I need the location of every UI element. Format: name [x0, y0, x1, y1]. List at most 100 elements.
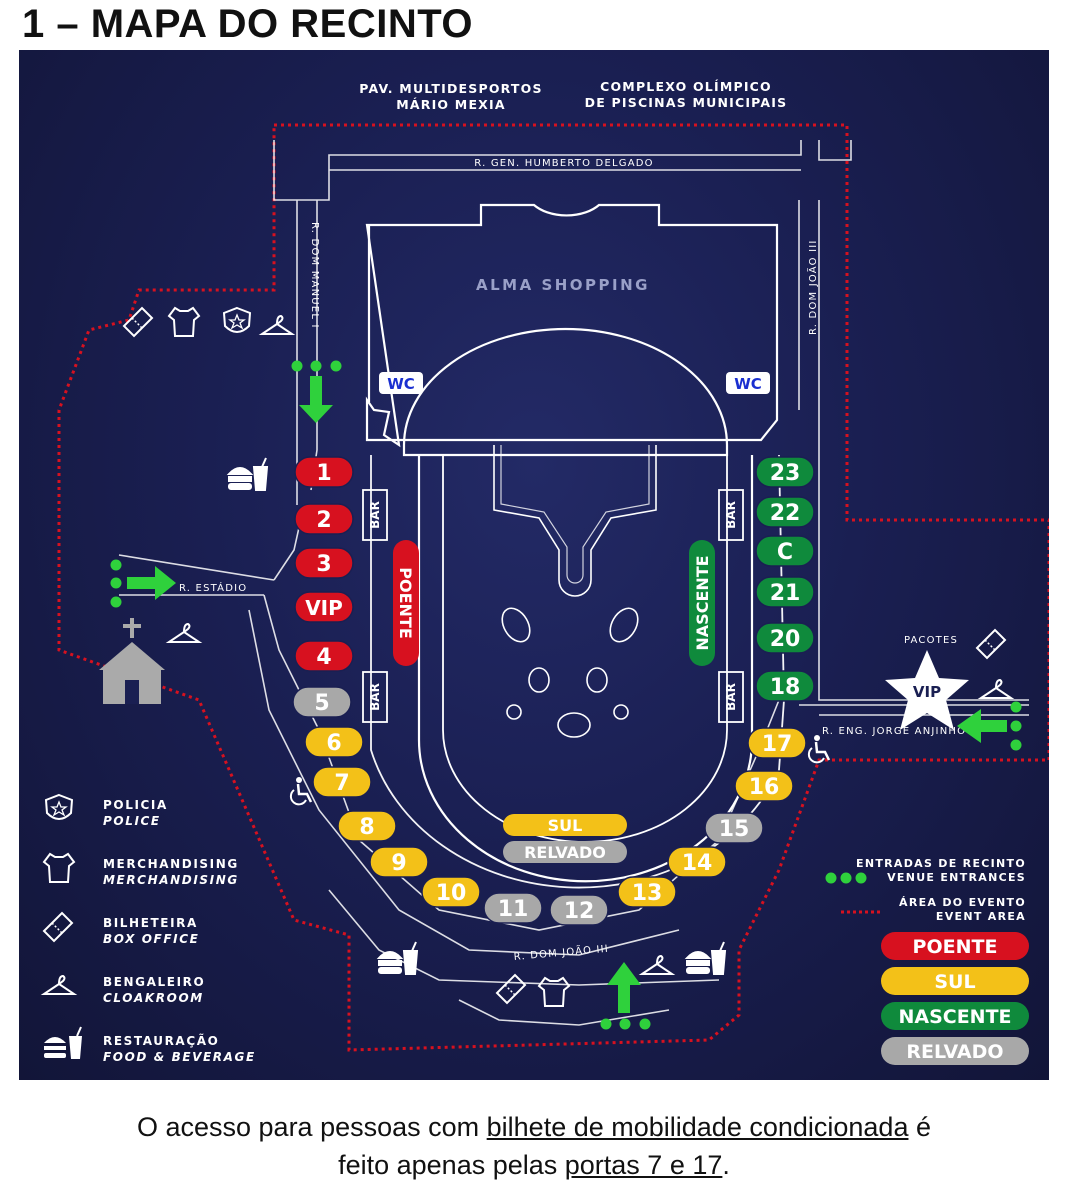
gate-17: 17: [747, 727, 807, 759]
svg-text:BOX OFFICE: BOX OFFICE: [103, 932, 199, 946]
svg-text:BILHETEIRA: BILHETEIRA: [103, 916, 198, 930]
legend-entrances-pt: ENTRADAS DE RECINTO: [856, 857, 1026, 870]
food-icon: [44, 1026, 82, 1059]
gate-22: 22: [755, 496, 815, 528]
svg-text:SUL: SUL: [934, 971, 975, 993]
hanger-icon: [165, 622, 203, 643]
legend-area-en: EVENT AREA: [936, 910, 1026, 923]
gate-6: 6: [304, 726, 364, 758]
svg-text:POLICE: POLICE: [103, 814, 161, 828]
ticket-icon: [495, 973, 527, 1005]
legend-entrances-en: VENUE ENTRANCES: [887, 871, 1026, 884]
svg-text:2: 2: [316, 508, 331, 533]
hanger-icon: [977, 678, 1015, 699]
svg-text:RESTAURAÇÃO: RESTAURAÇÃO: [103, 1033, 219, 1048]
street-left-label: R. DOM MANUEL I: [309, 222, 320, 329]
svg-text:PACOTES: PACOTES: [904, 635, 958, 646]
merchandising-icon: [167, 306, 201, 337]
food-icon: [684, 941, 727, 975]
street-bottom-label: R. DOM JOÃO III: [513, 942, 609, 963]
svg-text:6: 6: [326, 731, 341, 756]
wc-right: WC: [726, 372, 770, 394]
gate-15: 15: [704, 812, 764, 844]
svg-text:WC: WC: [387, 375, 415, 393]
gate-12: 12: [549, 894, 609, 926]
svg-text:1: 1: [316, 461, 331, 486]
svg-text:RELVADO: RELVADO: [906, 1041, 1003, 1063]
svg-text:C: C: [777, 540, 793, 565]
svg-text:WC: WC: [734, 375, 762, 393]
accessibility-icon: [807, 735, 831, 764]
svg-text:BAR: BAR: [724, 683, 738, 711]
venue-map-canvas: PAV. MULTIDESPORTOS MÁRIO MEXIA COMPLEXO…: [40, 79, 1049, 1065]
legend-zone-nascente: NASCENTE: [881, 1002, 1029, 1030]
svg-text:FOOD & BEVERAGE: FOOD & BEVERAGE: [103, 1050, 256, 1064]
section-nascente: NASCENTE: [689, 540, 715, 666]
svg-text:3: 3: [316, 552, 331, 577]
svg-text:5: 5: [314, 691, 329, 716]
svg-text:MERCHANDISING: MERCHANDISING: [103, 873, 239, 887]
page-title: 1 – MAPA DO RECINTO: [22, 2, 474, 46]
svg-text:16: 16: [749, 775, 780, 800]
street-top-label: R. GEN. HUMBERTO DELGADO: [474, 158, 653, 169]
pavilion-label-2: MÁRIO MEXIA: [396, 97, 506, 112]
accessibility-icon: [289, 777, 313, 806]
gate-2: 2: [294, 503, 354, 535]
footer-text-3: feito apenas pelas: [338, 1150, 565, 1180]
legend-ticket: BILHETEIRA BOX OFFICE: [42, 911, 199, 946]
svg-text:CLOAKROOM: CLOAKROOM: [103, 991, 204, 1005]
police-icon: [44, 793, 74, 820]
svg-text:NASCENTE: NASCENTE: [693, 555, 712, 650]
bar-box: BAR: [362, 671, 388, 723]
legend-zone-poente: POENTE: [881, 932, 1029, 960]
svg-text:18: 18: [770, 675, 801, 700]
footer-text-4: .: [722, 1150, 730, 1180]
gate-5: 5: [292, 686, 352, 718]
street-right-label: R. DOM JOÃO III: [806, 239, 819, 335]
bar-box: BAR: [718, 489, 744, 541]
street-jorge-label: R. ENG. JORGE ANJINHO: [822, 726, 966, 737]
event-area-boundary: [57, 123, 1049, 1052]
svg-text:12: 12: [564, 899, 595, 924]
pavilion-label-1: PAV. MULTIDESPORTOS: [359, 81, 542, 96]
hanger-icon: [40, 974, 78, 995]
hanger-icon: [258, 314, 296, 335]
pools-label-2: DE PISCINAS MUNICIPAIS: [585, 95, 788, 110]
gate-11: 11: [483, 892, 543, 924]
church-icon: [99, 618, 165, 704]
svg-text:BENGALEIRO: BENGALEIRO: [103, 975, 205, 989]
legend-food: RESTAURAÇÃO FOOD & BEVERAGE: [44, 1026, 256, 1064]
svg-text:POENTE: POENTE: [913, 936, 998, 958]
field-ovals: [501, 607, 639, 738]
legend-zone-sul: SUL: [881, 967, 1029, 995]
svg-text:4: 4: [316, 645, 331, 670]
ticket-icon: [42, 911, 74, 943]
wc-left: WC: [379, 372, 423, 394]
footer-text-2: é: [908, 1112, 931, 1142]
gate-8: 8: [337, 810, 397, 842]
svg-text:NASCENTE: NASCENTE: [898, 1006, 1011, 1028]
stage-dome: [402, 327, 729, 457]
gate-1: 1: [294, 456, 354, 488]
footer-text-1: O acesso para pessoas com: [136, 1112, 487, 1142]
gate-9: 9: [369, 846, 429, 878]
section-poente: POENTE: [393, 540, 419, 666]
svg-text:BAR: BAR: [368, 683, 382, 711]
gate-21: 21: [755, 576, 815, 608]
svg-text:8: 8: [359, 815, 374, 840]
svg-text:14: 14: [682, 851, 713, 876]
footer-underline-1: bilhete de mobilidade condicionada: [486, 1112, 909, 1142]
svg-text:VIP: VIP: [305, 596, 343, 620]
footer-underline-2: portas 7 e 17: [564, 1150, 723, 1180]
svg-text:VIP: VIP: [913, 683, 941, 701]
gate-16: 16: [734, 770, 794, 802]
gate-14: 14: [667, 846, 727, 878]
svg-text:21: 21: [770, 581, 801, 606]
svg-text:BAR: BAR: [724, 501, 738, 529]
venue-map: PAV. MULTIDESPORTOS MÁRIO MEXIA COMPLEXO…: [19, 50, 1049, 1080]
section-relvado: RELVADO: [503, 841, 627, 863]
svg-text:22: 22: [770, 501, 801, 526]
svg-text:10: 10: [436, 881, 467, 906]
svg-text:POLICIA: POLICIA: [103, 798, 168, 812]
ticket-icon: [122, 306, 154, 338]
